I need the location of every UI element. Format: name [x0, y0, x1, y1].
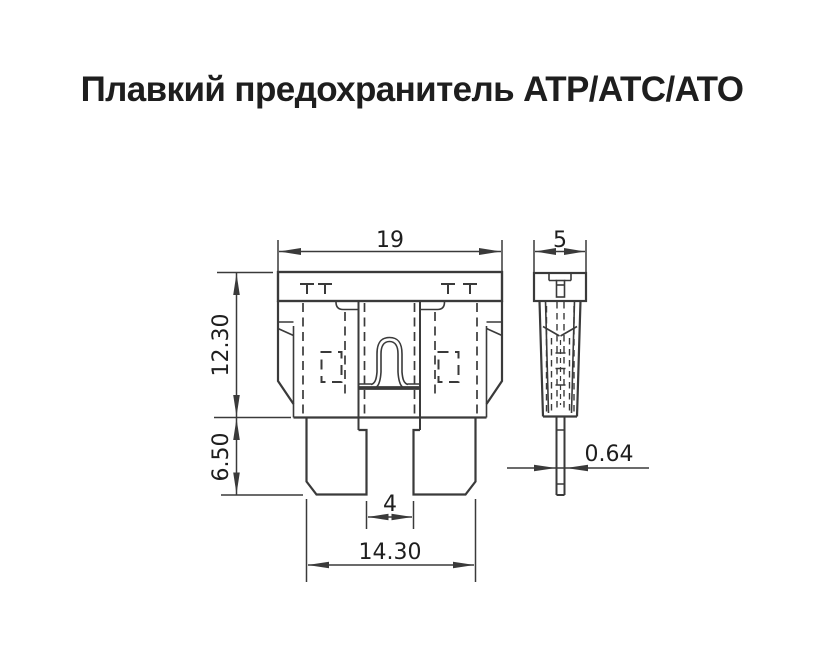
terminal-top-marks [300, 283, 477, 294]
left-window [320, 351, 343, 383]
dim-terminal-gap-label: 4 [383, 492, 397, 517]
dimensions: 19 5 12.30 6.50 [209, 228, 649, 582]
front-view [276, 270, 504, 496]
dim-terminal-height-label: 6.50 [209, 433, 234, 482]
dim-overall-width: 19 [277, 228, 503, 275]
side-body [538, 300, 582, 418]
dim-terminal-span: 14.30 [305, 499, 477, 582]
page-title: Плавкий предохранитель ATP/ATC/ATO [80, 70, 744, 109]
dim-overall-width-label: 19 [376, 228, 404, 253]
blade-terminals [305, 417, 477, 496]
dim-body-height-label: 12.30 [209, 314, 234, 377]
dim-heights: 12.30 6.50 [209, 271, 303, 496]
dim-terminal-gap: 4 [365, 492, 415, 529]
fuse-body [276, 301, 504, 430]
right-window [437, 351, 460, 383]
side-cap [532, 271, 588, 303]
dim-terminal-thickness: 0.64 [507, 442, 649, 472]
dim-terminal-thickness-label: 0.64 [585, 442, 634, 467]
fuse-element [358, 336, 420, 390]
dim-side-width: 5 [533, 228, 587, 275]
dim-side-width-label: 5 [553, 228, 567, 253]
side-view [532, 271, 588, 496]
fuse-cap [276, 270, 504, 303]
side-blade [555, 416, 566, 496]
dim-terminal-span-label: 14.30 [359, 540, 422, 565]
